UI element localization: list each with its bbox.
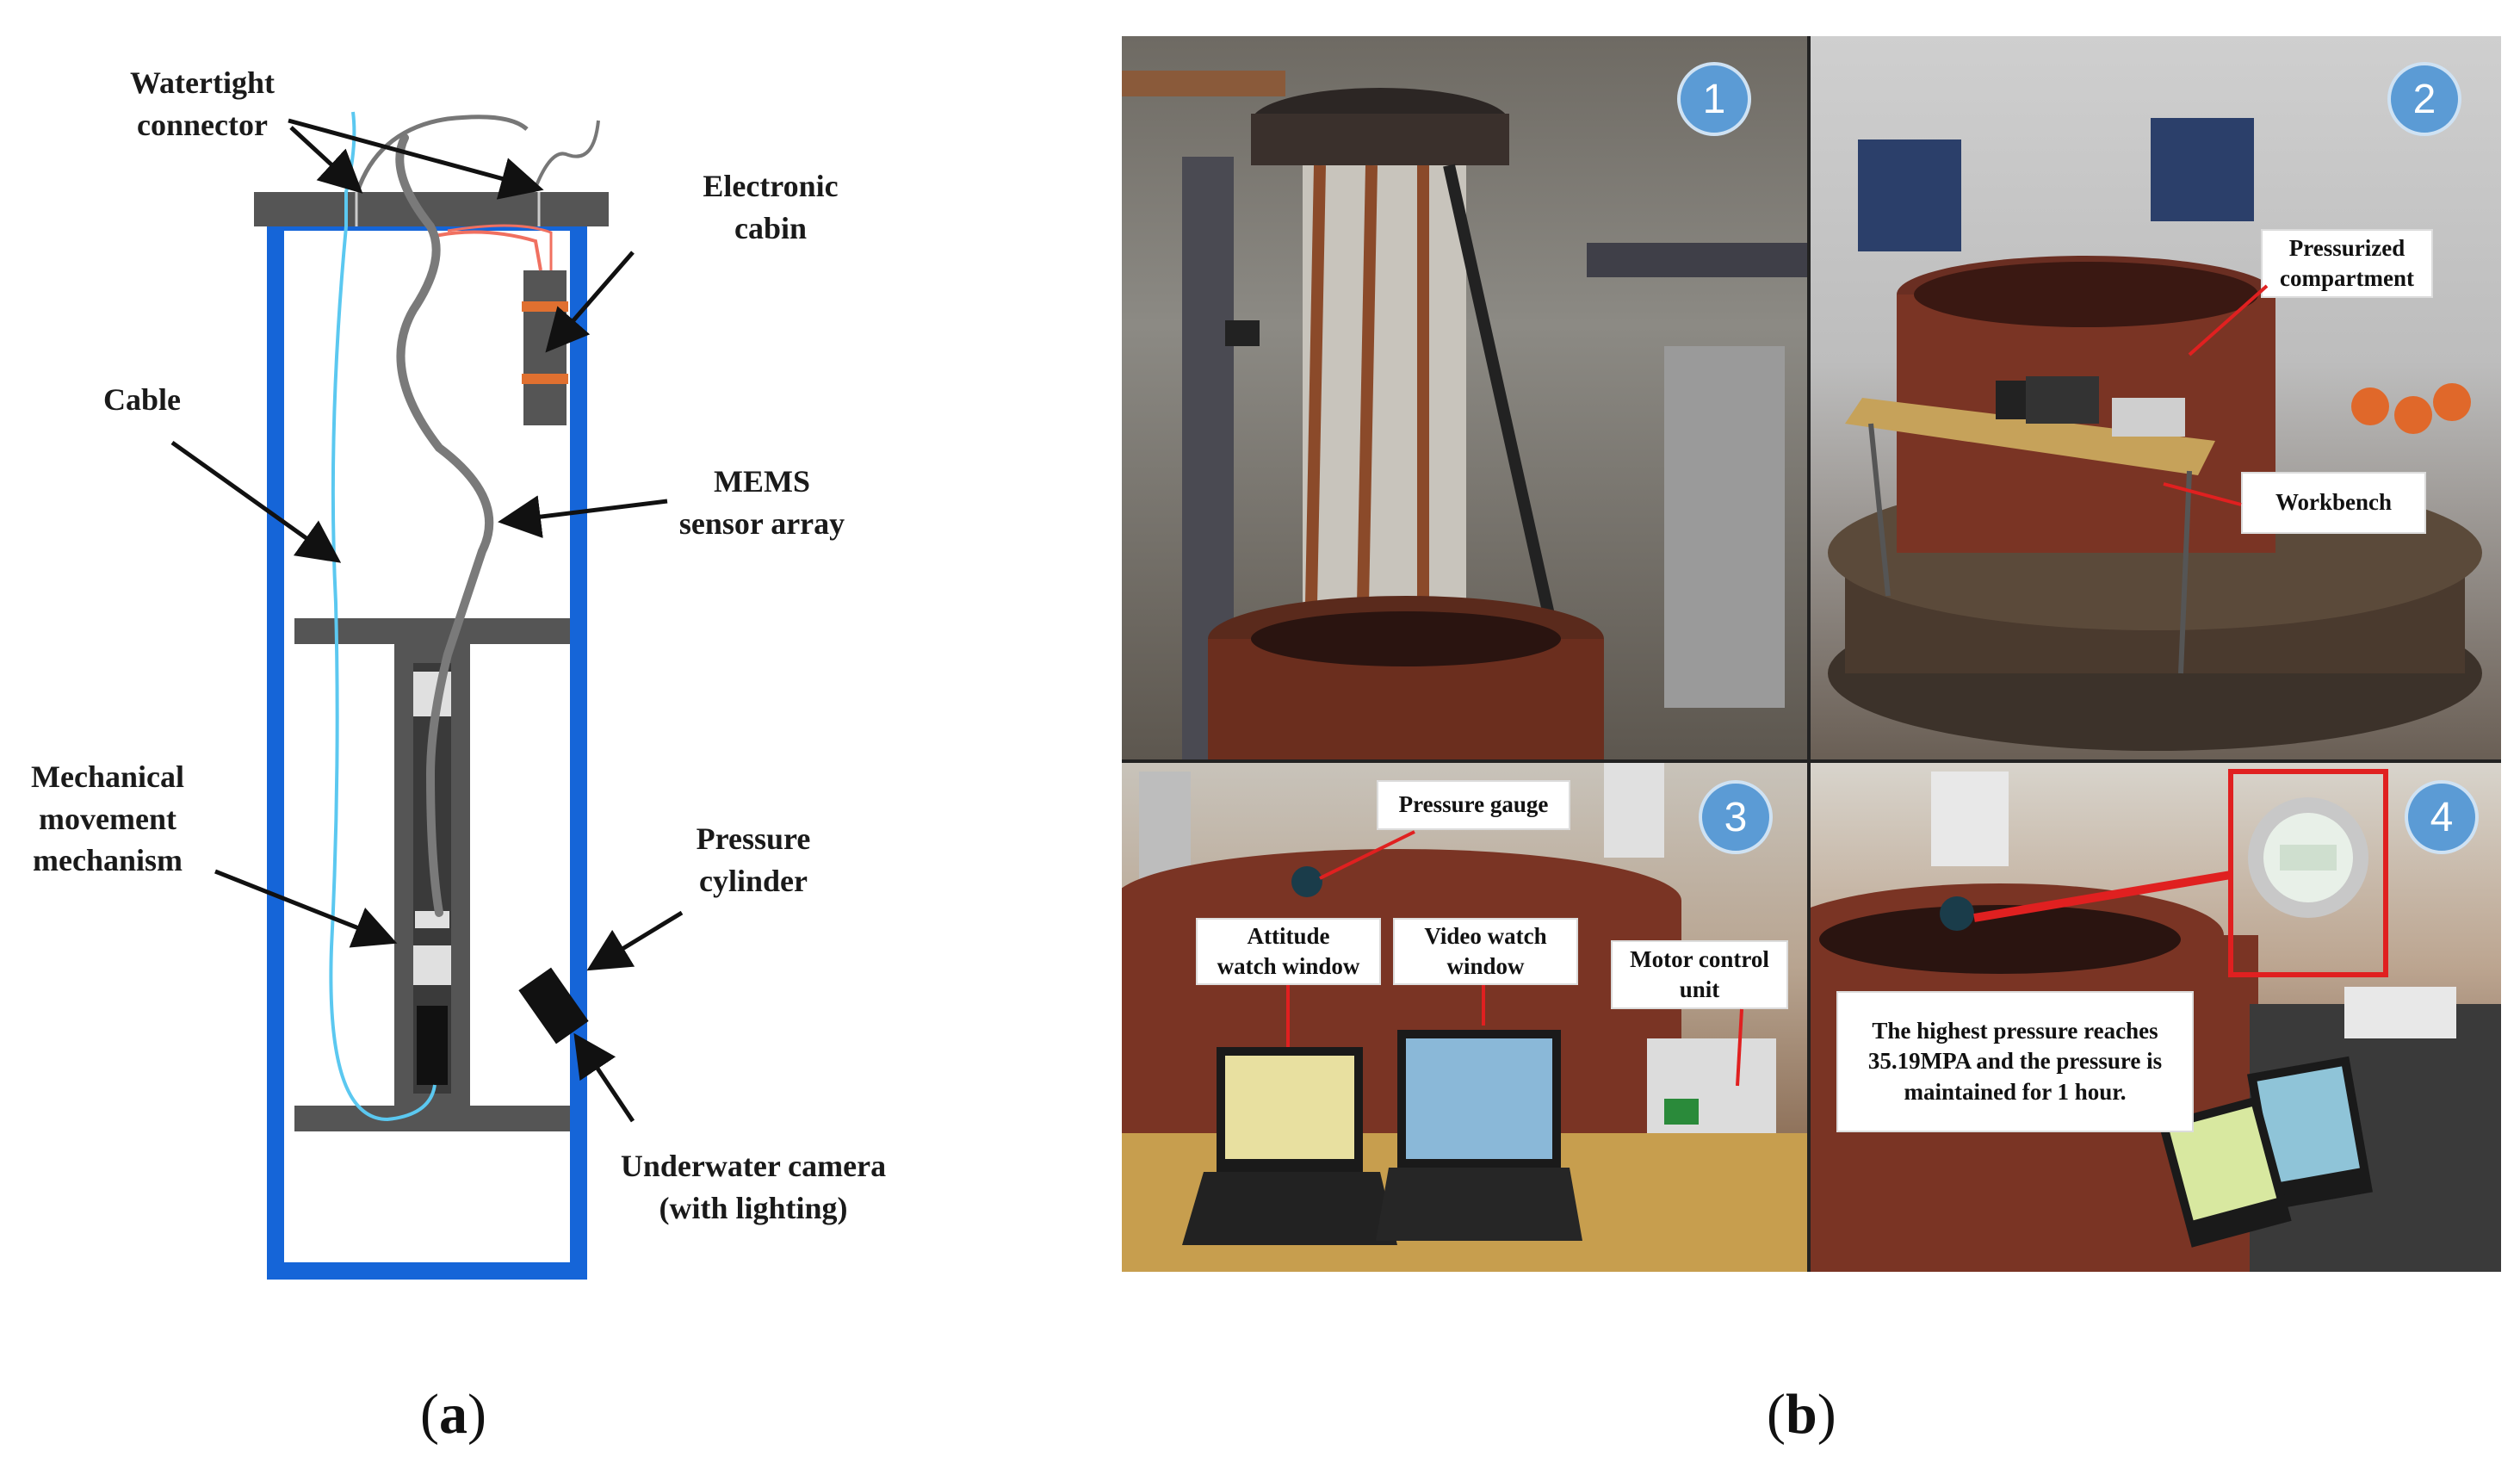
callout-workbench: Workbench: [2241, 472, 2426, 534]
callout-highest-pressure: The highest pressure reaches 35.19MPA an…: [1836, 991, 2194, 1132]
mechanical-movement-label: Mechanical movement mechanism: [31, 759, 184, 878]
caption-b: (b): [1767, 1383, 1836, 1446]
electronic-cabin-label: Electronic cabin: [703, 169, 839, 245]
photo-panel-4: 4 The highest pressure reaches 35.19MPA …: [1811, 763, 2501, 1272]
callout-pressurized-compartment: Pressurized compartment: [2261, 229, 2433, 298]
callout-attitude-window: Attitude watch window: [1196, 918, 1381, 985]
callout-pressure-gauge: Pressure gauge: [1377, 780, 1570, 830]
cable-line: [329, 111, 437, 1122]
electronic-cabin-box: [523, 270, 567, 425]
underwater-camera-label: Underwater camera (with lighting): [620, 1149, 887, 1225]
underwater-camera: [518, 967, 589, 1044]
cable-label: Cable: [103, 382, 181, 417]
bottom-plate: [294, 1106, 570, 1131]
callout-motor-control: Motor control unit: [1611, 940, 1788, 1009]
schematic-diagram: [170, 111, 684, 1280]
photo-panel-3: 3 Pressure gauge Attitude watch window V…: [1122, 763, 1807, 1272]
mems-sensor-array: [395, 133, 494, 917]
callout-video-window: Video watch window: [1393, 918, 1578, 985]
watertight-connector-label: Watertight connector: [130, 65, 275, 142]
panel-badge-4: 4: [2405, 780, 2479, 854]
panel-badge-3: 3: [1699, 780, 1773, 854]
middle-plate: [294, 618, 570, 644]
pressure-cylinder-label: Pressure cylinder: [696, 821, 811, 898]
photo-panel-1: 1: [1122, 36, 1807, 759]
photo-panel-2: 2 Pressurized compartment Workbench: [1811, 36, 2501, 759]
panel-badge-2: 2: [2387, 62, 2461, 136]
mems-sensor-array-label: MEMS sensor array: [678, 464, 845, 541]
caption-a: (a): [420, 1383, 486, 1446]
panel-badge-1: 1: [1677, 62, 1751, 136]
